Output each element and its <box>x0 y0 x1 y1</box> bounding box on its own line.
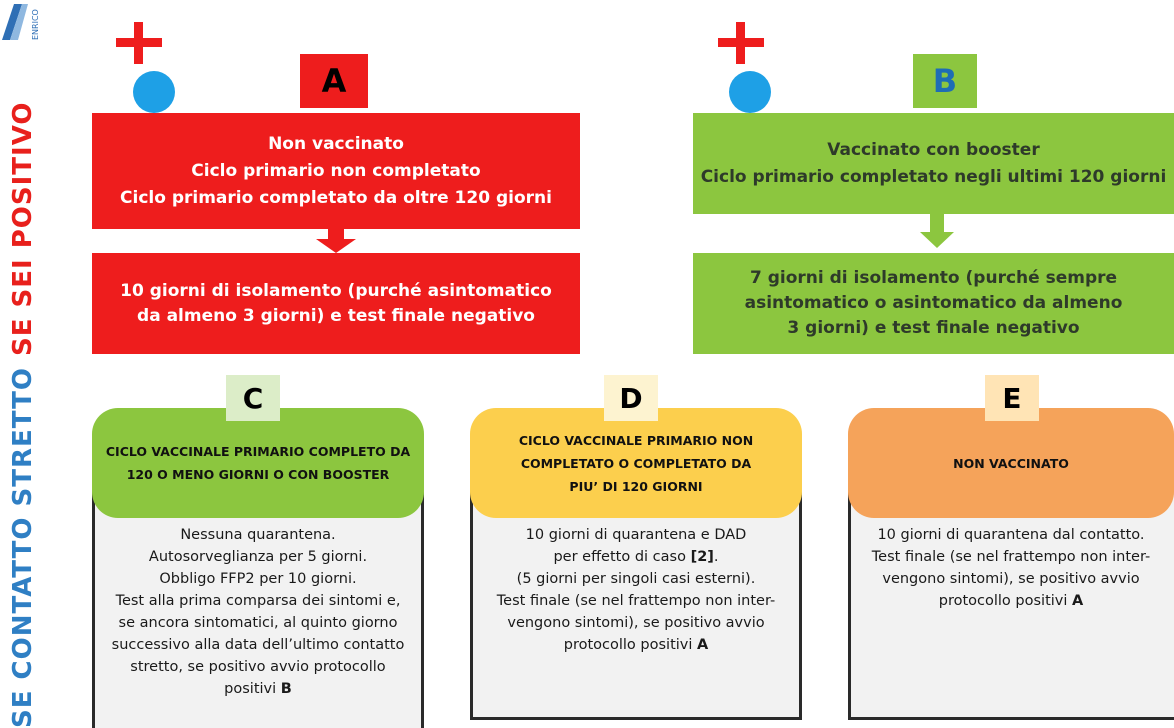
panel-c-text: Nessuna quarantena. Autosorveglianza per… <box>111 527 405 697</box>
pill-c-title: CICLO VACCINALE PRIMARIO COMPLETO DA 120… <box>92 408 424 518</box>
logo-text: ENRICO <box>31 9 40 40</box>
down-arrow-icon <box>920 214 954 248</box>
ref-b: B <box>280 681 292 697</box>
pill-d-line: CICLO VACCINALE PRIMARIO NON <box>518 432 754 448</box>
box-b-line: Ciclo primario completato negli ultimi 1… <box>700 166 1167 187</box>
box-a-line: Ciclo primario non completato <box>191 160 481 181</box>
pill-c-line: 120 O MENO GIORNI O CON BOOSTER <box>126 467 390 482</box>
label-d: D <box>604 375 658 421</box>
box-b-result-line: 7 giorni di isolamento (purché sempre <box>749 268 1118 288</box>
ref-a: A <box>697 637 709 653</box>
box-a-condition: Non vaccinato Ciclo primario non complet… <box>92 113 580 229</box>
box-b-result-line: asintomatico o asintomatico da almeno <box>744 293 1123 313</box>
panel-d-text: 10 giorni di quarantena e DAD per effett… <box>496 527 776 653</box>
box-a-result-line: da almeno 3 giorni) e test finale negati… <box>137 305 535 326</box>
panel-e-text: 10 giorni di quarantena dal contatto. Te… <box>871 527 1151 609</box>
down-arrow-icon <box>316 229 356 253</box>
box-b-line: Vaccinato con booster <box>827 139 1040 160</box>
label-a: A <box>300 54 368 108</box>
box-b-result: 7 giorni di isolamento (purché sempre as… <box>693 253 1174 354</box>
label-b: B <box>913 54 977 108</box>
box-a-line: Non vaccinato <box>268 133 404 154</box>
box-b-result-line: 3 giorni) e test finale negativo <box>787 318 1080 338</box>
pill-d-line: PIU’ DI 120 GIORNI <box>569 478 703 494</box>
pill-c-line: CICLO VACCINALE PRIMARIO COMPLETO DA <box>105 444 411 459</box>
ref-a: A <box>1072 593 1084 609</box>
side-label-positive: SE SEI POSITIVO <box>8 101 38 356</box>
box-a-line: Ciclo primario completato da oltre 120 g… <box>120 187 552 208</box>
box-a-result-line: 10 giorni di isolamento (purché asintoma… <box>120 280 552 301</box>
pill-d-title: CICLO VACCINALE PRIMARIO NON COMPLETATO … <box>470 408 802 518</box>
school-logo: ENRICO <box>0 0 42 42</box>
pill-e-line: NON VACCINATO <box>953 455 1069 471</box>
label-e: E <box>985 375 1039 421</box>
panel-e <box>848 480 1174 720</box>
panel-c <box>92 480 424 728</box>
pill-e-title: NON VACCINATO <box>848 408 1174 518</box>
box-b-condition: Vaccinato con booster Ciclo primario com… <box>693 113 1174 214</box>
box-a-result: 10 giorni di isolamento (purché asintoma… <box>92 253 580 354</box>
side-label-contact: SE CONTATTO STRETTO <box>8 367 38 728</box>
label-c: C <box>226 375 280 421</box>
ref-2: [2] <box>690 549 714 565</box>
pill-d-line: COMPLETATO O COMPLETATO DA <box>520 455 752 471</box>
